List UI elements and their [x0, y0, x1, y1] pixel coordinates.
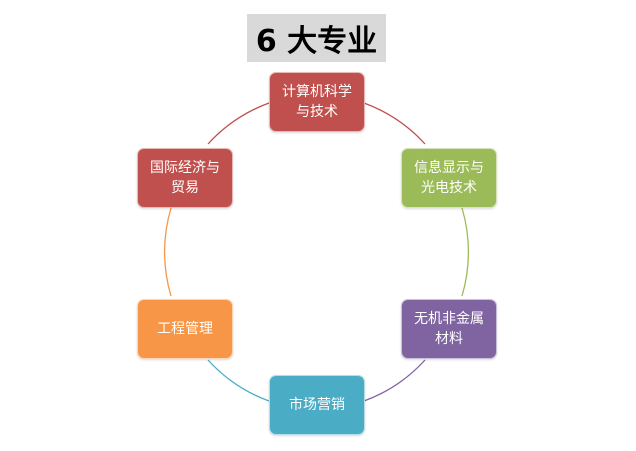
node-computer-science: 计算机科学 与技术 — [269, 72, 365, 132]
arc-4-5 — [207, 359, 270, 402]
arc-1-2 — [363, 102, 426, 145]
node-inorganic-materials: 无机非金属 材料 — [401, 299, 497, 359]
diagram-title: 6 大专业 — [247, 14, 386, 62]
node-label: 信息显示与 光电技术 — [414, 160, 484, 196]
arc-6-1 — [207, 102, 270, 145]
node-display-optoelectronics: 信息显示与 光电技术 — [401, 148, 497, 208]
diagram-title-text: 6 大专业 — [255, 24, 378, 59]
node-label: 计算机科学 与技术 — [282, 84, 352, 120]
node-label: 无机非金属 材料 — [414, 311, 484, 347]
node-label: 工程管理 — [157, 321, 213, 337]
node-marketing: 市场营销 — [269, 375, 365, 435]
node-label: 市场营销 — [289, 397, 345, 413]
node-engineering-management: 工程管理 — [137, 299, 233, 359]
arc-5-6 — [164, 207, 172, 297]
node-international-trade: 国际经济与 贸易 — [137, 148, 233, 208]
arc-2-3 — [461, 207, 469, 297]
node-label: 国际经济与 贸易 — [150, 160, 220, 196]
arc-3-4 — [363, 359, 426, 402]
